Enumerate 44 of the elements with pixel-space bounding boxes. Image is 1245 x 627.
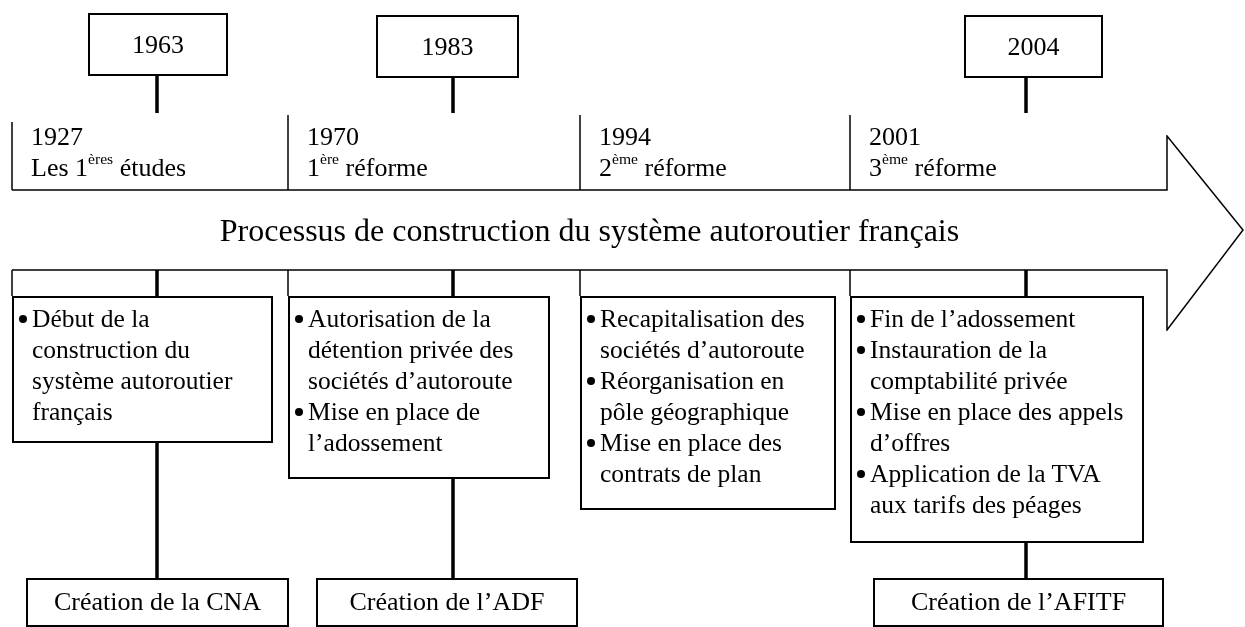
year-label: 1970 (307, 122, 359, 152)
institution-box (316, 578, 578, 627)
arrow-title: Processus de construction du système autoroutier français (218, 211, 961, 249)
period-label: 3$^{ème}$ réforme (869, 153, 997, 184)
period-label: Les 1$^{ères}$ études (31, 153, 187, 184)
list-item-text: Fin de l’adossement (870, 303, 1076, 334)
connector-line (155, 270, 159, 296)
list-item-text: Autorisation de la détention privée des sociétés d’autoroute (308, 303, 515, 396)
list-item-text: Réorganisation en pôle géographique (600, 365, 791, 427)
connector-line (1024, 543, 1028, 578)
list-item-text: Instauration de la comptabilité privée (870, 334, 1069, 396)
event-box (12, 296, 273, 443)
institution-text: Création de l’ADF (349, 587, 545, 617)
year-box (964, 15, 1103, 78)
list-item-text: Recapitalisation des sociétés d’autoroute (600, 303, 806, 365)
period-label: 2$^{ème}$ réforme (599, 153, 727, 184)
year-text: 1963 (132, 29, 184, 60)
connector-line (451, 479, 455, 578)
institution-text: Création de la CNA (53, 587, 262, 617)
year-box (376, 15, 519, 78)
year-box (88, 13, 228, 76)
year-label: 1927 (31, 122, 83, 152)
list-item-text: Début de la construction du système autoroutier français (32, 303, 234, 427)
connector-line (1024, 78, 1028, 113)
list-item-text: Mise en place des contrats de plan (600, 427, 783, 489)
event-box (580, 296, 836, 510)
institution-box (26, 578, 289, 627)
event-box (288, 296, 550, 479)
institution-box (873, 578, 1164, 627)
connector-line (451, 270, 455, 296)
year-text: 1983 (421, 31, 474, 62)
connector-line (451, 78, 455, 113)
connector-line (155, 76, 159, 113)
period-label: 1$^{ère}$ réforme (307, 153, 428, 184)
event-box (850, 296, 1144, 543)
connector-line (155, 443, 159, 578)
list-item-text: Mise en place de l’adossement (308, 396, 482, 458)
institution-text: Création de l’AFITF (910, 587, 1127, 617)
list-item-text: Mise en place des appels d’offres (870, 396, 1125, 458)
year-text: 2004 (1007, 31, 1060, 62)
connector-line (1024, 270, 1028, 296)
year-label: 2001 (869, 122, 921, 152)
list-item-text: Application de la TVA aux tarifs des péages (870, 458, 1101, 520)
year-label: 1994 (599, 122, 651, 152)
